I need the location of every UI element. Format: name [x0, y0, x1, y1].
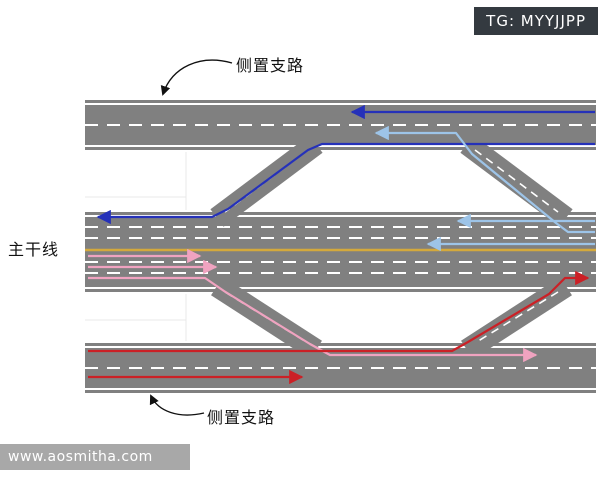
main-road	[85, 212, 596, 292]
lane-markings	[85, 103, 596, 390]
background-grid-lines	[85, 152, 187, 341]
leader-arrow-top	[160, 59, 233, 96]
main-road-label: 主干线	[8, 240, 60, 259]
flow-arrows	[88, 104, 595, 385]
flow-arrow-lightblue-main-to-top	[374, 125, 595, 234]
bottom-side-road-label: 侧置支路	[207, 408, 276, 427]
leader-arrow-bottom	[149, 394, 205, 416]
flow-arrow-pink-main-to-bottom	[88, 276, 538, 363]
watermark-website-bar: www.aosmitha.com	[0, 444, 190, 470]
ramp-top-right	[460, 135, 573, 227]
flow-arrow-blue-top-to-main	[96, 142, 595, 225]
annotation-arrows	[149, 59, 233, 416]
flow-arrow-red-bottom-to-main	[88, 270, 590, 353]
top-side-road-label: 侧置支路	[236, 56, 305, 75]
watermark-telegram-badge: TG: MYYJJPP	[474, 7, 598, 35]
